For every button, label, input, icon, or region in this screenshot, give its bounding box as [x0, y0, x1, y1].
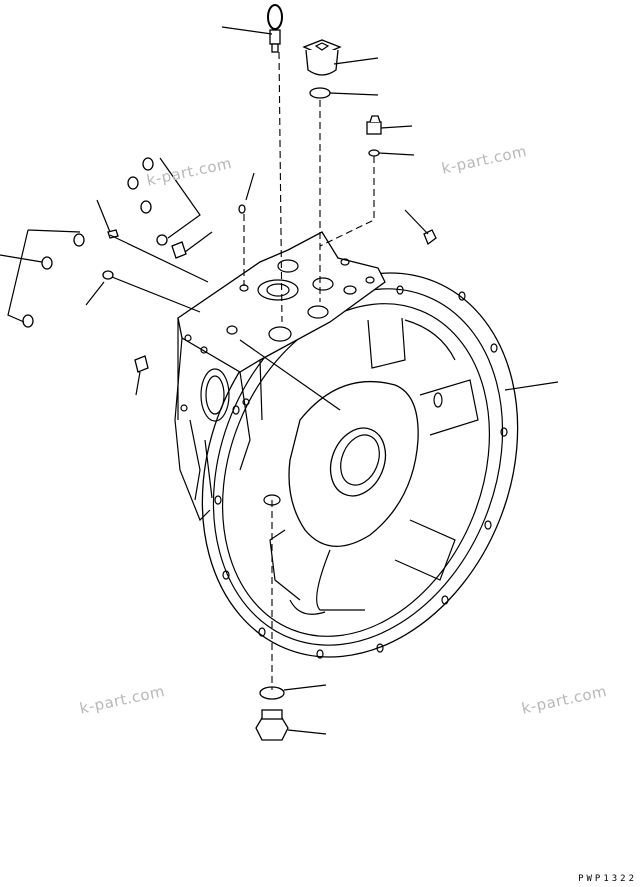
bottom-fitting: [255, 686, 289, 741]
housing-hub: [263, 317, 479, 615]
top-plug: [302, 39, 342, 76]
valve-block: [174, 231, 386, 522]
o-ring-top: [309, 87, 331, 99]
left-small-parts: [22, 157, 246, 373]
drawing-code: PWP1322: [578, 874, 637, 884]
eye-bolt: [267, 4, 283, 53]
assembly-centerlines: [243, 51, 375, 690]
leader-lines: [0, 26, 559, 735]
small-plug-right: [366, 115, 382, 157]
